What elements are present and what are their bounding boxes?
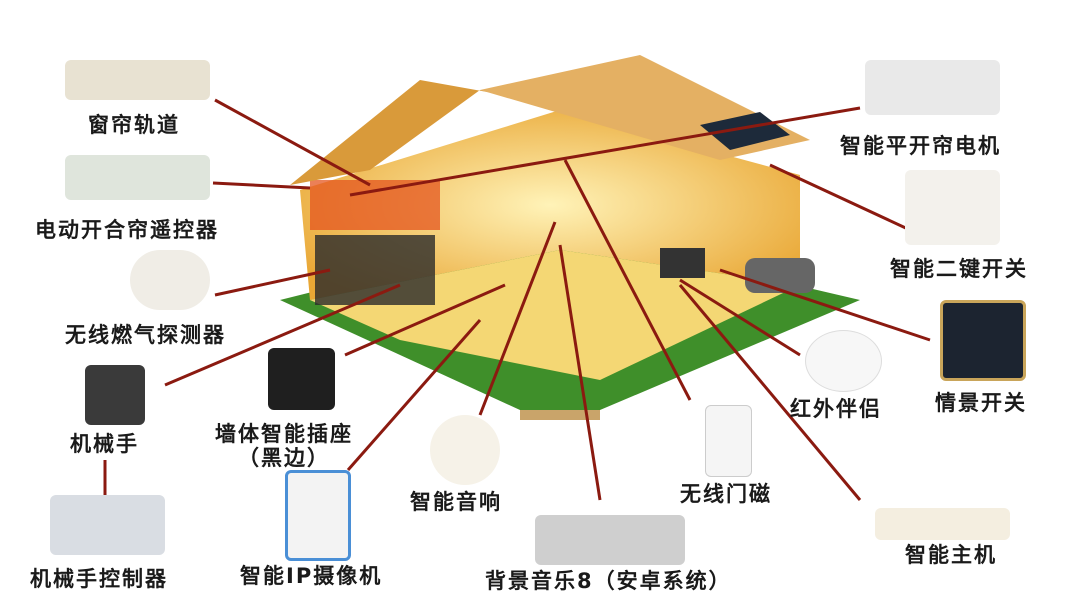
door-sensor-icon	[705, 405, 752, 477]
connector-lines	[103, 98, 931, 501]
controller-box-icon	[50, 495, 165, 555]
label-controller-box: 机械手控制器	[30, 567, 168, 591]
label-curtain-motor: 智能平开帘电机	[840, 134, 1001, 158]
ir-companion-icon	[805, 330, 882, 392]
solar-panel	[700, 112, 790, 150]
label-wall-socket-line1: 墙体智能插座	[215, 422, 353, 446]
label-curtain-track: 窗帘轨道	[88, 113, 180, 137]
curtain-motor-icon	[865, 60, 1000, 115]
label-two-key-switch: 智能二键开关	[890, 257, 1028, 281]
label-wall-socket-line2: （黑边）	[238, 446, 330, 471]
label-wall-socket: 墙体智能插座 （黑边）	[215, 422, 353, 470]
music-panel-icon	[535, 515, 685, 565]
bedroom	[310, 180, 440, 230]
label-music-panel: 背景音乐8（安卓系统）	[485, 569, 732, 593]
remote-control-icon	[65, 155, 210, 200]
base	[520, 410, 600, 420]
label-scene-switch: 情景开关	[935, 391, 1027, 415]
label-smart-hub: 智能主机	[905, 543, 997, 567]
label-ip-camera: 智能IP摄像机	[240, 564, 383, 588]
wall-socket-icon	[268, 348, 335, 410]
label-ir-companion: 红外伴侣	[790, 397, 882, 421]
roof	[290, 80, 560, 185]
smart-speaker-icon	[430, 415, 500, 485]
label-door-sensor: 无线门磁	[680, 482, 772, 506]
label-smart-speaker: 智能音响	[410, 490, 502, 514]
label-gas-detector: 无线燃气探测器	[65, 323, 226, 347]
label-valve-manipulator: 机械手	[70, 432, 139, 456]
car	[745, 258, 815, 293]
tv	[660, 248, 705, 278]
valve-manipulator-icon	[85, 365, 145, 425]
gas-detector-icon	[130, 250, 210, 310]
smart-hub-icon	[875, 508, 1010, 540]
ip-camera-icon	[285, 470, 351, 561]
two-key-switch-icon	[905, 170, 1000, 245]
label-remote-control: 电动开合帘遥控器	[35, 218, 219, 242]
kitchen	[315, 235, 435, 305]
scene-switch-icon	[940, 300, 1026, 381]
curtain-track-icon	[65, 60, 210, 100]
